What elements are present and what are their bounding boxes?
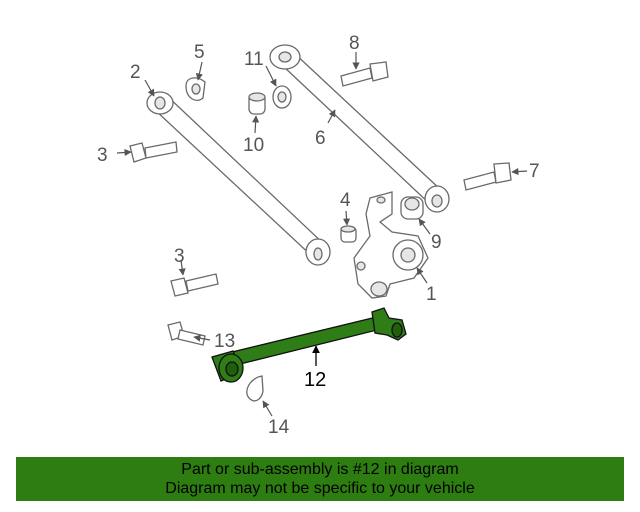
clip-part-14 xyxy=(246,375,264,402)
bushing-part-10 xyxy=(248,92,266,115)
knuckle-part-1 xyxy=(353,191,429,299)
banner-line-1: Part or sub-assembly is #12 in diagram xyxy=(181,461,459,478)
banner-line-2: Diagram may not be specific to your vehi… xyxy=(165,480,475,497)
callout-2: 2 xyxy=(130,62,141,83)
control-arm-part-12-highlighted xyxy=(211,307,407,383)
bolt-part-3-lower xyxy=(170,273,219,297)
control-arm-part-6 xyxy=(269,44,450,213)
callout-1: 1 xyxy=(426,284,437,305)
bushing-part-9 xyxy=(400,196,424,220)
callout-4: 4 xyxy=(340,190,351,211)
bolt-part-3-upper xyxy=(129,141,178,163)
callout-3-upper: 3 xyxy=(97,145,108,166)
callout-12: 12 xyxy=(304,369,326,391)
callout-13: 13 xyxy=(214,331,235,352)
bolt-part-13 xyxy=(167,321,206,346)
control-arm-part-2 xyxy=(146,91,331,266)
callout-3-lower: 3 xyxy=(174,246,185,267)
callout-6: 6 xyxy=(315,128,326,149)
bushing-part-4 xyxy=(340,225,357,243)
callout-7: 7 xyxy=(529,161,540,182)
callout-5: 5 xyxy=(194,42,205,63)
highlight-banner: Part or sub-assembly is #12 in diagram D… xyxy=(16,457,624,501)
bolt-part-7 xyxy=(463,162,512,191)
washer-part-11 xyxy=(272,85,292,109)
clip-part-5 xyxy=(185,77,206,101)
callout-8: 8 xyxy=(349,33,360,54)
bolt-part-8 xyxy=(340,61,389,87)
callout-10: 10 xyxy=(243,135,264,156)
callout-9: 9 xyxy=(431,232,442,253)
callout-14: 14 xyxy=(268,417,290,438)
callout-11: 11 xyxy=(244,49,264,70)
